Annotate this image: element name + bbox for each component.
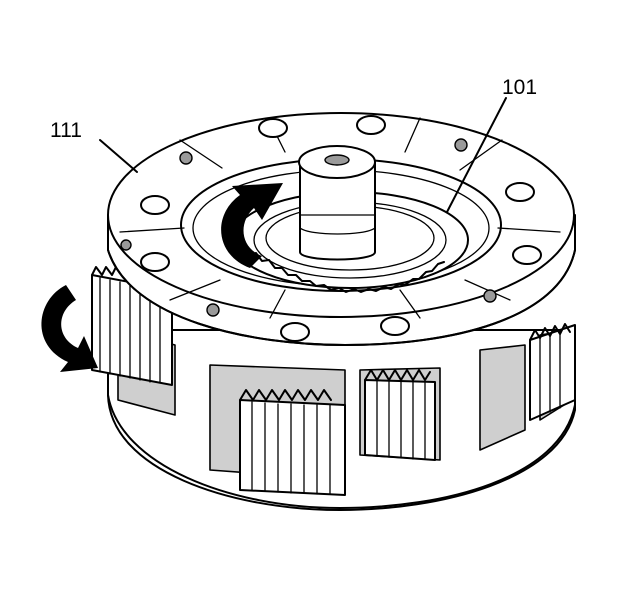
- pin-retainers: [140, 115, 542, 342]
- callout-label-101: 101: [502, 76, 537, 99]
- bolt-holes: [120, 138, 497, 317]
- input-shaft: [298, 145, 376, 261]
- rotation-arrow-left: [41, 285, 98, 372]
- pinion-gears: [91, 266, 576, 496]
- leader-line-101: [446, 97, 507, 213]
- leader-line-111: [99, 139, 138, 173]
- callout-leaders: [99, 97, 507, 213]
- rotation-arrow-center: [221, 183, 283, 268]
- callout-label-111: 111: [50, 119, 82, 142]
